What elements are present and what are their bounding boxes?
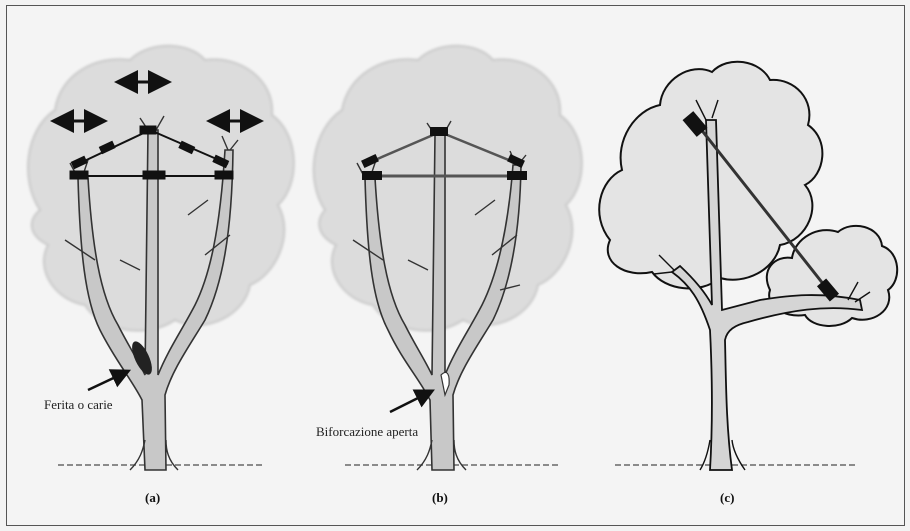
tree-a-crown: [28, 46, 294, 331]
tree-b-crown: [314, 46, 582, 331]
fork-pointer-arrow: [390, 394, 426, 412]
panel-label-b: (b): [432, 490, 448, 506]
panel-label-a: (a): [145, 490, 160, 506]
tree-b: [314, 46, 582, 470]
wound-pointer-arrow: [88, 374, 122, 390]
annotation-a: Ferita o carie: [44, 397, 113, 413]
panel-label-c: (c): [720, 490, 734, 506]
annotation-b: Biforcazione aperta: [316, 424, 418, 440]
tree-c: [599, 62, 897, 470]
